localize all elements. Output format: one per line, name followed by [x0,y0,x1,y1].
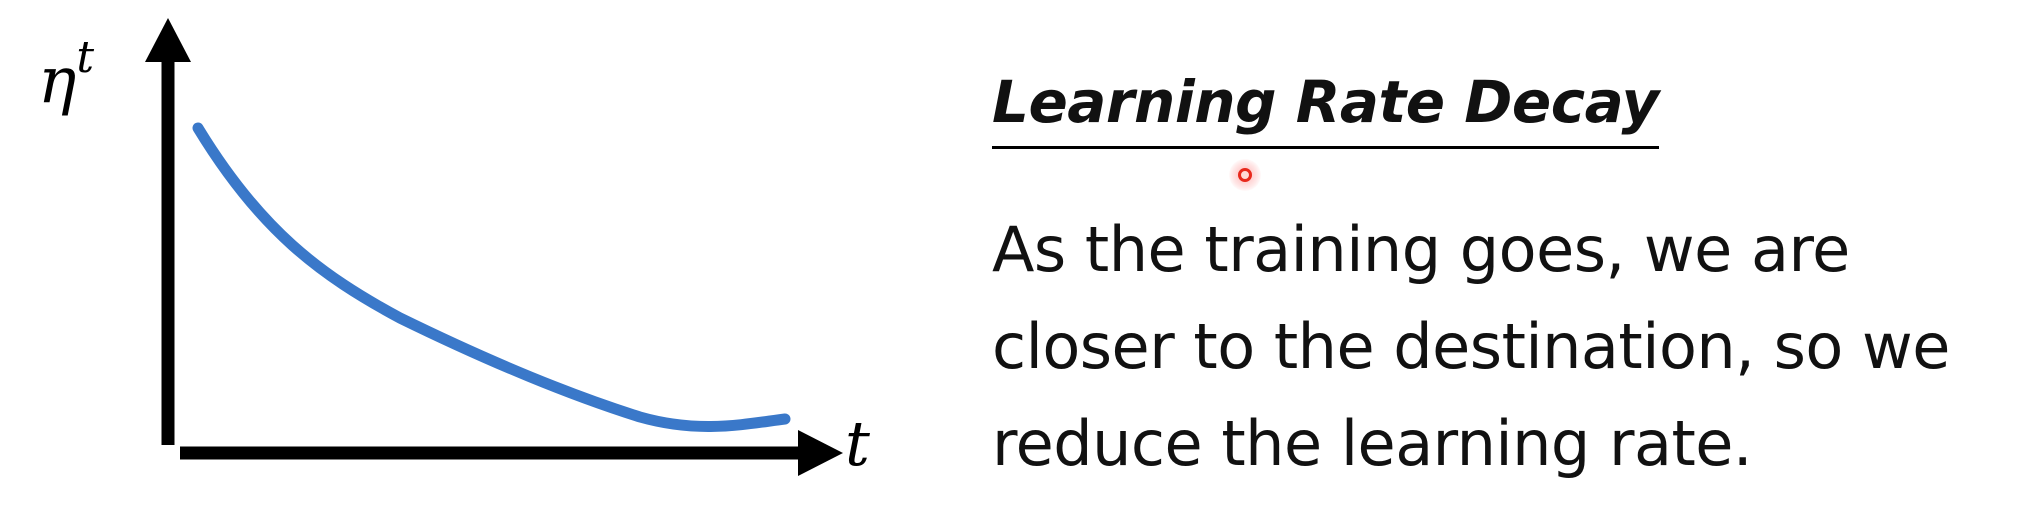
slide-body: As the training goes, we are closer to t… [992,201,2012,492]
text-panel: Learning Rate Decay As the training goes… [992,58,2012,492]
laser-pointer-dot [1238,168,1252,182]
decay-curve [192,122,791,432]
body-line: As the training goes, we are [992,213,1850,286]
slide-heading: Learning Rate Decay [992,58,1659,149]
y-axis-arrowhead [145,18,191,62]
learning-rate-diagram: ηt t [38,18,870,480]
laser-pointer-icon [1229,159,1261,191]
body-line: reduce the learning rate. [992,407,1753,480]
body-line: closer to the destination, so we [992,310,1950,383]
x-axis-label: t [845,407,870,480]
x-axis-arrowhead [798,430,843,476]
y-axis-label: ηt [38,32,94,118]
